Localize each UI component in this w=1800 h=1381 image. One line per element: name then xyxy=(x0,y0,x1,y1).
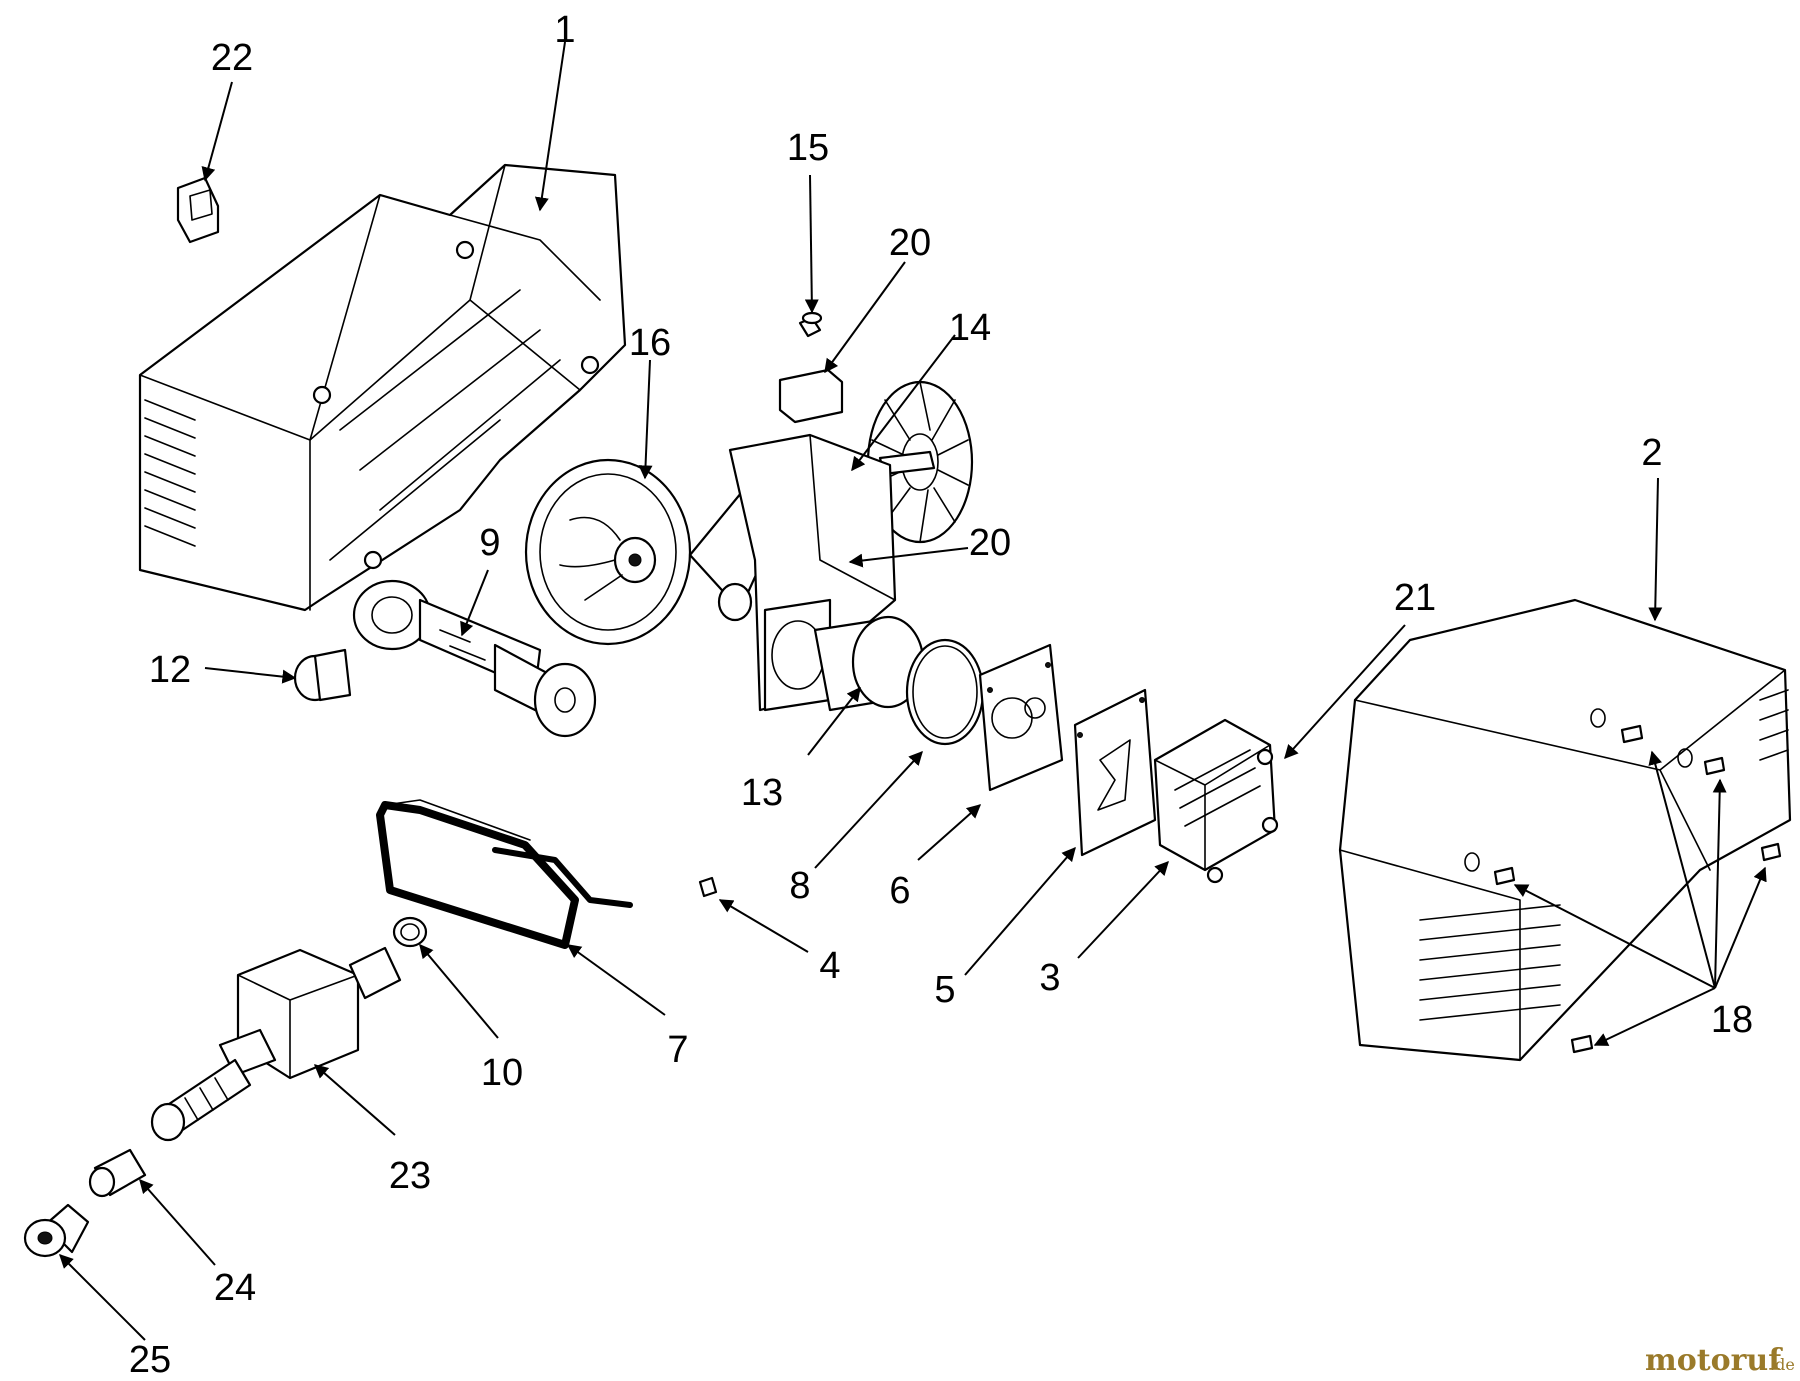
callout-10: 10 xyxy=(481,1052,523,1094)
right-shroud-part xyxy=(1338,598,1792,1062)
callout-12: 12 xyxy=(149,649,191,691)
callout-15: 15 xyxy=(787,127,829,169)
cylinder-head-part xyxy=(1153,718,1279,884)
connecting-rod-part xyxy=(352,579,597,738)
shroud-vent-slots xyxy=(144,399,196,547)
hose-clamp-part xyxy=(392,916,428,948)
left-shroud-part xyxy=(138,163,627,612)
watermark-suffix: .de xyxy=(1770,1355,1795,1374)
callout-9: 9 xyxy=(479,522,500,564)
callout-18: 18 xyxy=(1711,999,1753,1041)
callout-25: 25 xyxy=(129,1339,171,1381)
retainer-clip-part xyxy=(698,876,718,898)
valve-plate-part xyxy=(978,643,1064,792)
leader-lines xyxy=(59,41,1767,1341)
pump-body-part xyxy=(728,433,925,712)
callout-6: 6 xyxy=(889,870,910,912)
o-ring-part xyxy=(905,638,985,746)
pad-upper-part xyxy=(778,368,844,424)
fitting-part xyxy=(88,1148,147,1198)
shroud-screws-part xyxy=(1493,724,1782,1054)
watermark-logo: motoruf .de xyxy=(1645,1343,1795,1378)
pressure-switch-part xyxy=(176,176,220,244)
elbow-fitting-part xyxy=(23,1203,90,1258)
right-shroud-vent-slots xyxy=(1419,689,1789,1021)
callout-23: 23 xyxy=(389,1155,431,1197)
callout-20-lower: 20 xyxy=(969,522,1011,564)
watermark-brand: motoruf xyxy=(1645,1343,1783,1378)
fan-part xyxy=(866,380,974,544)
callout-20-upper: 20 xyxy=(889,222,931,264)
callout-4: 4 xyxy=(819,945,840,987)
outlet-tube-part xyxy=(376,799,633,949)
callout-14: 14 xyxy=(949,307,991,349)
gasket-part xyxy=(1073,688,1157,857)
callout-1: 1 xyxy=(554,9,575,51)
callout-2: 2 xyxy=(1641,432,1662,474)
callout-labels: 1 2 3 4 5 6 7 8 9 10 12 13 14 15 16 18 2… xyxy=(129,9,1753,1381)
callout-24: 24 xyxy=(214,1267,256,1309)
callout-16: 16 xyxy=(629,322,671,364)
screw-part xyxy=(798,311,823,338)
callout-3: 3 xyxy=(1039,957,1060,999)
callout-8: 8 xyxy=(789,865,810,907)
wrist-pin-part xyxy=(293,648,352,702)
callout-7: 7 xyxy=(667,1029,688,1071)
callout-5: 5 xyxy=(934,969,955,1011)
callout-13: 13 xyxy=(741,772,783,814)
unloader-valve-part xyxy=(150,946,402,1142)
callout-21: 21 xyxy=(1394,577,1436,619)
callout-22: 22 xyxy=(211,37,253,79)
